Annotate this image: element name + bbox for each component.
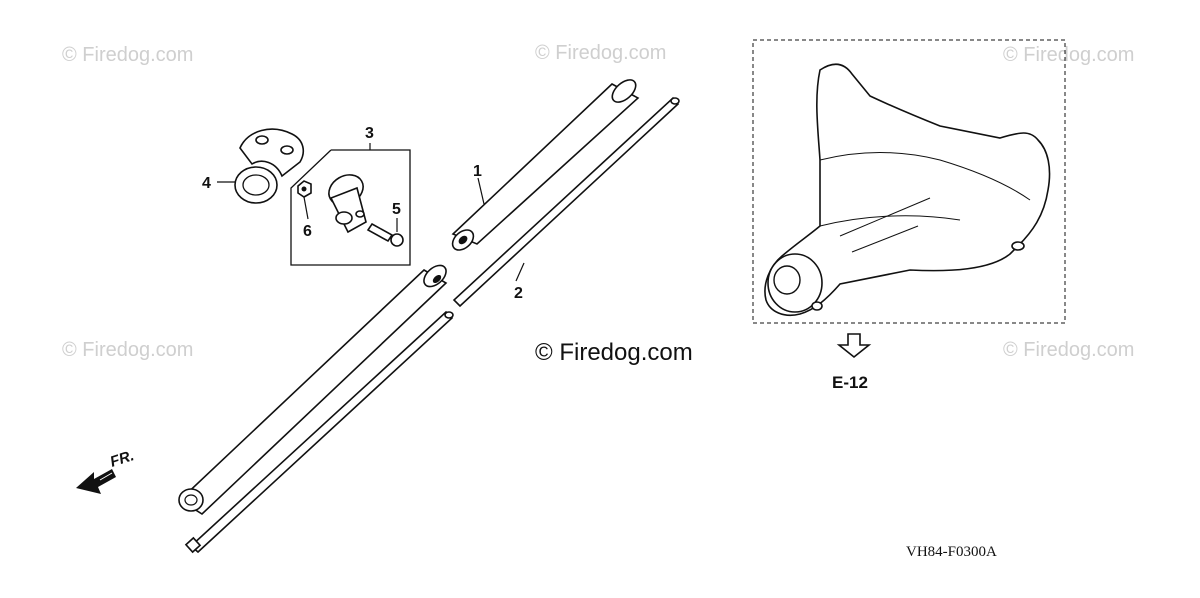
watermark-center: © Firedog.com [535,339,693,366]
leader-1 [477,177,485,205]
watermark-top-right: © Firedog.com [1003,44,1134,66]
watermark-mid-right: © Firedog.com [1003,339,1134,361]
part-2-drive-shaft-upper [452,96,680,308]
callout-1: 1 [473,163,482,180]
front-direction-arrow-icon [76,466,116,494]
part-4-clamp [234,128,305,204]
part-5-bolt [366,222,404,247]
leader-2 [515,262,525,282]
front-direction-label: FR. [108,447,136,471]
reference-label: E-12 [832,373,868,392]
watermark-top-center: © Firedog.com [535,42,666,64]
callout-5: 5 [392,201,401,218]
gear-case-housing [764,63,1051,316]
drive-shaft-lower [184,310,454,554]
reference-arrow-icon [836,333,872,359]
watermark-top-left: © Firedog.com [62,44,193,66]
gear-case-dashed-frame [752,39,1066,324]
part-1-outer-pipe-upper [451,79,640,251]
part-3-clamp-assembly [328,174,367,234]
part-6-nut [297,180,312,198]
leader-6 [303,196,309,220]
watermark-mid-left: © Firedog.com [62,339,193,361]
outer-pipe-lower [178,264,448,516]
callout-2: 2 [514,285,523,302]
part-3-group-bracket [290,149,411,266]
callout-6: 6 [303,223,312,240]
drawing-code: VH84-F0300A [906,544,997,560]
callout-4: 4 [202,175,211,192]
callout-3: 3 [365,125,374,142]
